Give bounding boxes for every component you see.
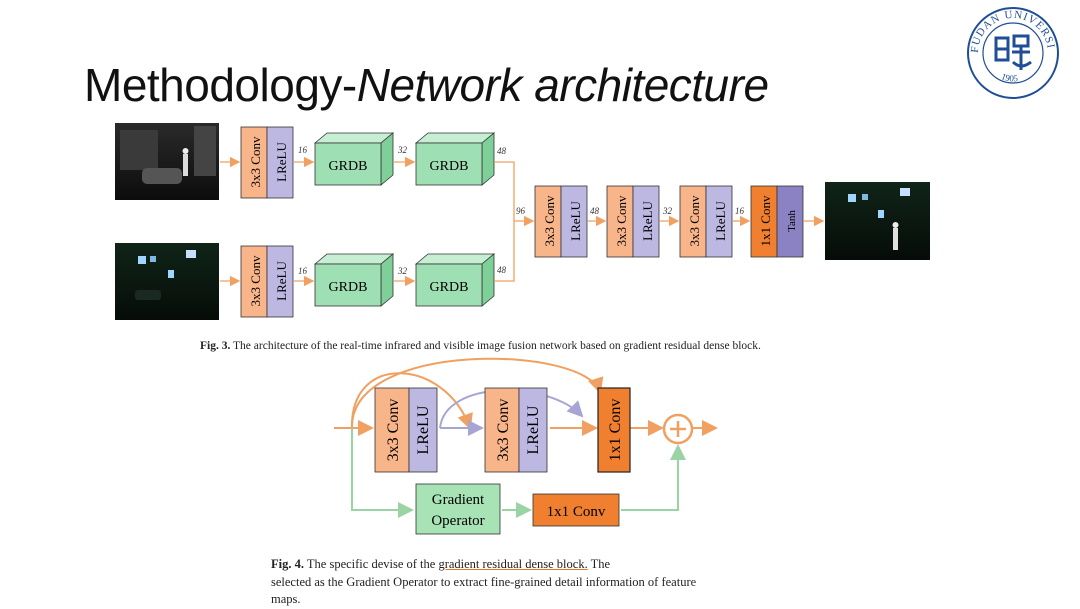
channel-label: 48 [590, 206, 600, 216]
conv-label: 3x3 Conv [385, 399, 402, 462]
conv1-label: 1x1 Conv [758, 195, 773, 246]
university-logo: FUDAN UNIVERSITY 1905 [966, 6, 1059, 99]
operator-label: Operator [431, 513, 484, 529]
tanh-label: Tanh [786, 210, 798, 232]
fig4-caption-line2: selected as the Gradient Operator to ext… [271, 574, 697, 589]
fusion-conv-lrelu-3: 3x3 Conv LReLU [679, 185, 733, 258]
fig3-caption: Fig. 3. The architecture of the real-tim… [200, 340, 761, 352]
fig4-caption-pre: The specific devise of the [306, 557, 436, 571]
conv-label: 3x3 Conv [687, 195, 702, 246]
slide-title: Methodology-Network architecture [84, 58, 769, 112]
fig4-caption-label: Fig. 4. [271, 557, 304, 571]
top-lrelu-label: LReLU [274, 142, 289, 182]
fig4-conv-lrelu-1: 3x3 Conv LReLU [374, 387, 438, 473]
logo-year: 1905 [1000, 71, 1019, 83]
infrared-input-image [115, 123, 219, 200]
grdb-label: GRDB [430, 159, 469, 174]
conv-label: 3x3 Conv [495, 399, 512, 462]
channel-label: 48 [497, 146, 507, 156]
fig4-caption-link: gradient residual dense block. [438, 557, 588, 571]
fig4-gradient-conv1: 1x1 Conv [532, 493, 620, 527]
svg-text:1905: 1905 [1000, 71, 1019, 83]
lrelu-label: LReLU [713, 201, 728, 241]
visible-input-image [115, 243, 219, 320]
channel-label: 32 [662, 206, 673, 216]
fig3-arrows [220, 156, 825, 287]
grdb-bottom-2: GRDB [414, 253, 496, 307]
channel-label: 48 [497, 265, 507, 275]
conv1-label: 1x1 Conv [607, 399, 624, 462]
fig4-caption: Fig. 4. The specific devise of the gradi… [271, 556, 791, 609]
gradient-operator-block: Gradient Operator [415, 483, 501, 535]
grdb-top-2: GRDB [414, 132, 496, 186]
title-main: Methodology- [84, 59, 357, 111]
fusion-conv-lrelu-2: 3x3 Conv LReLU [606, 185, 660, 258]
channel-label: 32 [397, 145, 408, 155]
grdb-top-1: GRDB [313, 132, 395, 186]
grdb-label: GRDB [430, 280, 469, 295]
title-emphasis: Network architecture [356, 59, 769, 111]
lrelu-label: LReLU [640, 201, 655, 241]
channel-label: 96 [516, 206, 526, 216]
lrelu-label: LReLU [568, 201, 583, 241]
fig3-caption-text: The architecture of the real-time infrar… [233, 340, 761, 352]
top-conv-lrelu-block: 3x3 Conv LReLU [240, 126, 294, 199]
fusion-conv-lrelu-1: 3x3 Conv LReLU [534, 185, 588, 258]
output-conv-tanh: 1x1 Conv Tanh [750, 185, 804, 258]
conv1-label: 1x1 Conv [547, 504, 606, 520]
grdb-bottom-1: GRDB [313, 253, 395, 307]
channel-label: 16 [298, 145, 308, 155]
conv-label: 3x3 Conv [542, 195, 557, 246]
channel-label: 16 [298, 266, 308, 276]
gradient-label: Gradient [432, 492, 485, 508]
logo-emblem-icon [994, 34, 1032, 70]
channel-label: 16 [735, 206, 745, 216]
grdb-label: GRDB [329, 159, 368, 174]
fig4-sum-node [662, 413, 694, 445]
lrelu-label: LReLU [415, 405, 432, 454]
top-conv-label: 3x3 Conv [248, 136, 263, 187]
fig4-caption-line3: maps. [271, 592, 301, 606]
bottom-conv-label: 3x3 Conv [248, 255, 263, 306]
channel-label: 32 [397, 266, 408, 276]
fig4-conv1-block: 1x1 Conv [597, 387, 631, 473]
conv-label: 3x3 Conv [614, 195, 629, 246]
fused-output-image [825, 182, 930, 260]
lrelu-label: LReLU [525, 405, 542, 454]
caption-fade-overlay [690, 548, 800, 608]
bottom-lrelu-label: LReLU [274, 261, 289, 301]
fig3-caption-label: Fig. 3. [200, 340, 231, 352]
grdb-label: GRDB [329, 280, 368, 295]
fig4-caption-post: The [590, 557, 611, 571]
fig3-channel-labels: 16 16 32 32 48 48 96 48 32 16 [298, 145, 745, 276]
bottom-conv-lrelu-block: 3x3 Conv LReLU [240, 245, 294, 318]
fig4-conv-lrelu-2: 3x3 Conv LReLU [484, 387, 548, 473]
